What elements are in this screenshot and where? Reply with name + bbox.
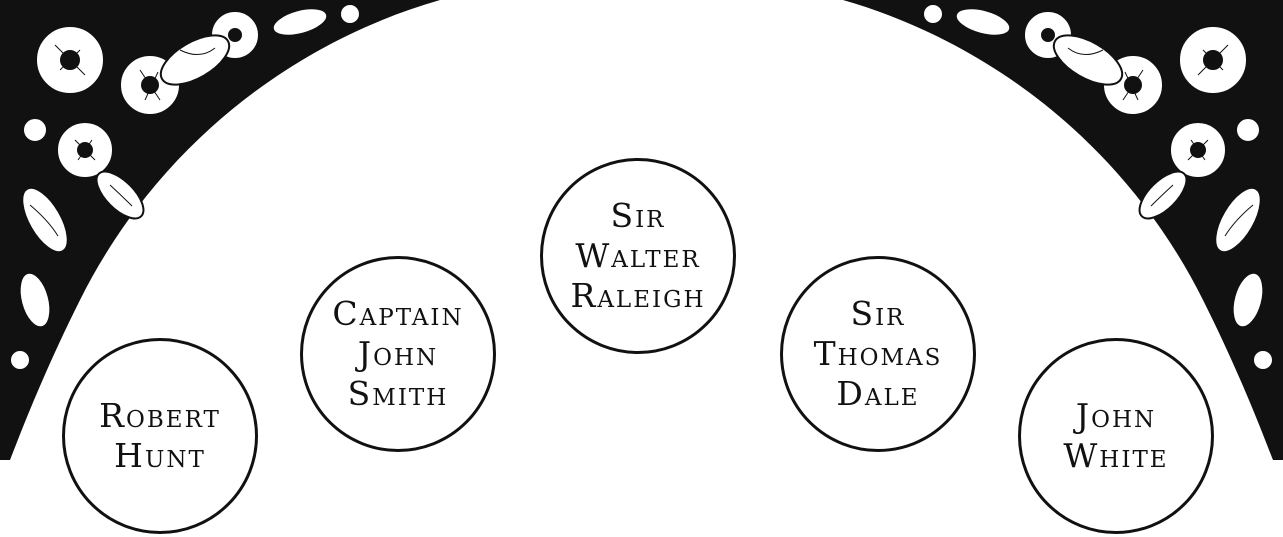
- name-circle-john-white: John White: [1018, 338, 1214, 534]
- bud-icon: [23, 118, 47, 142]
- bud-icon: [923, 4, 943, 24]
- bud-icon: [340, 4, 360, 24]
- name-label: John White: [1031, 396, 1201, 476]
- name-circle-sir-thomas-dale: Sir Thomas Dale: [780, 256, 976, 452]
- name-label: Sir Thomas Dale: [793, 294, 963, 414]
- name-label: Captain John Smith: [313, 294, 483, 414]
- name-circle-captain-john-smith: Captain John Smith: [300, 256, 496, 452]
- name-label: Robert Hunt: [75, 396, 245, 476]
- bud-icon: [10, 350, 30, 370]
- name-label: Sir Walter Raleigh: [553, 196, 723, 316]
- name-circle-sir-walter-raleigh: Sir Walter Raleigh: [540, 158, 736, 354]
- bud-icon: [1236, 118, 1260, 142]
- name-circle-robert-hunt: Robert Hunt: [62, 338, 258, 534]
- bud-icon: [1253, 350, 1273, 370]
